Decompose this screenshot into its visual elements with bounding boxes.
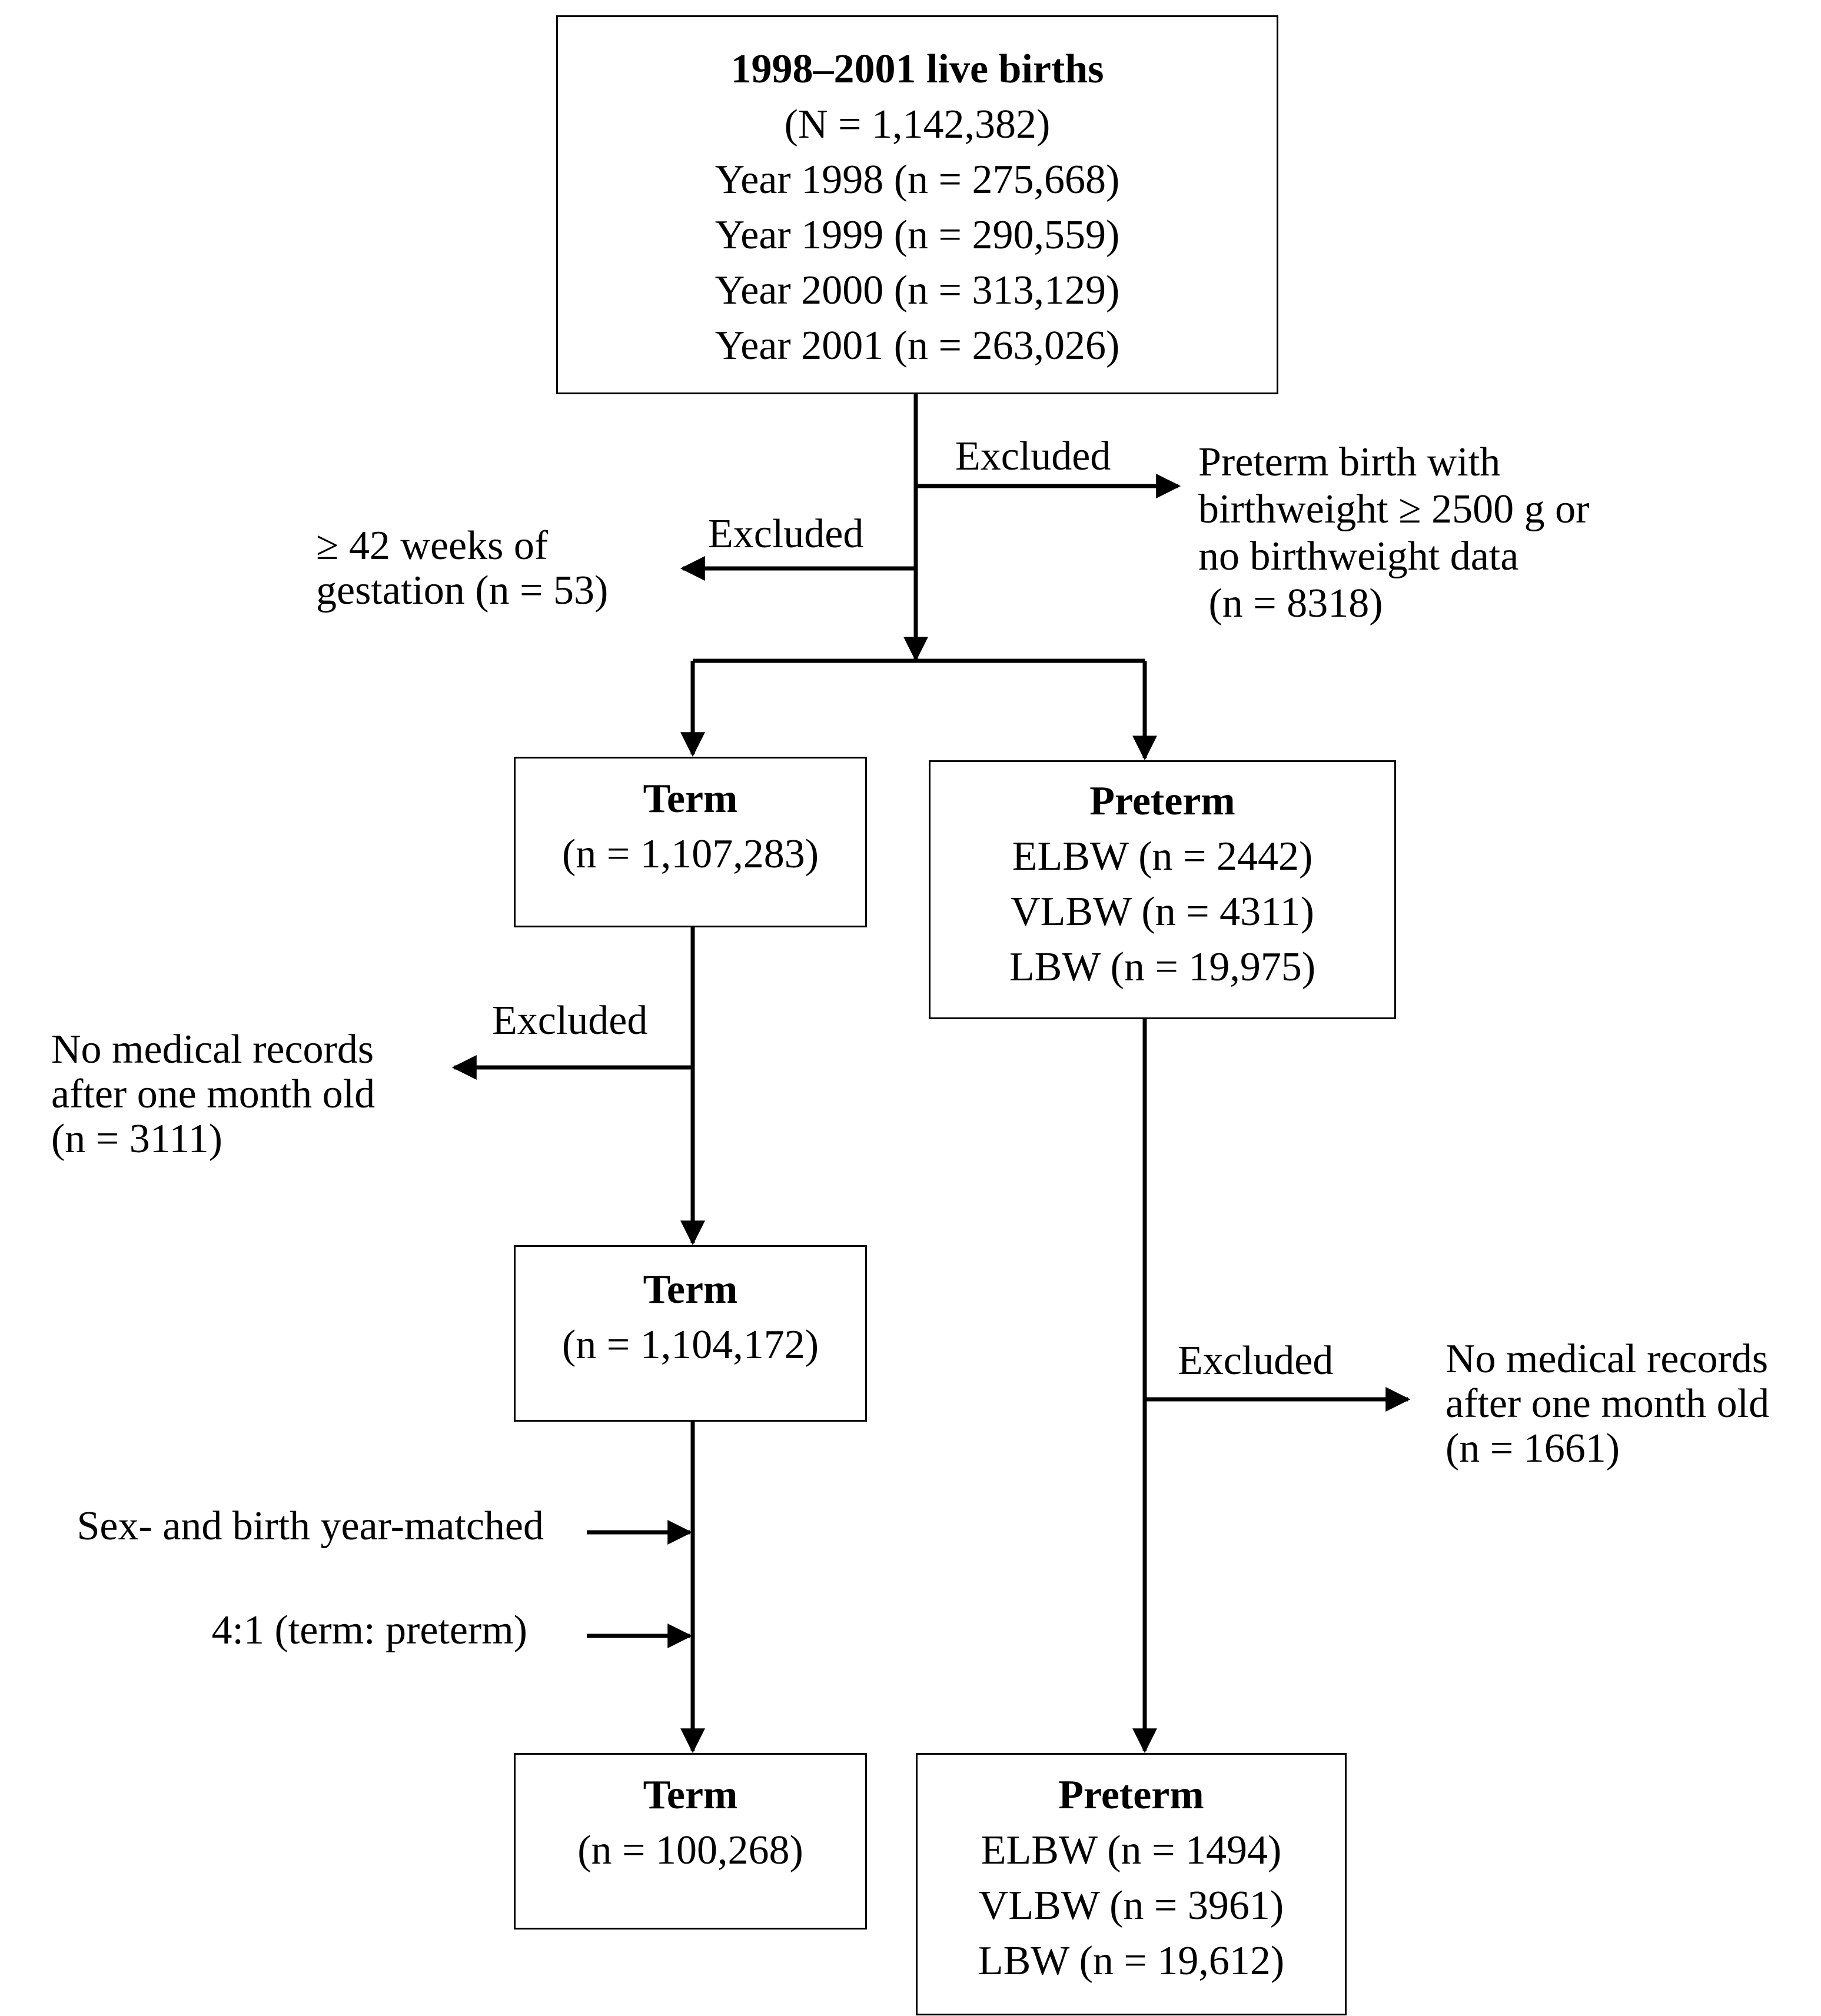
preterm2-vlbw: VLBW (n = 3961) (978, 1883, 1284, 1928)
root-title: 1998–2001 live births (730, 46, 1104, 92)
preterm1-elbw: ELBW (n = 2442) (1012, 834, 1313, 879)
preterm1-box: Preterm ELBW (n = 2442) VLBW (n = 4311) … (929, 760, 1396, 1019)
preterm2-box: Preterm ELBW (n = 1494) VLBW (n = 3961) … (916, 1753, 1347, 2015)
preterm1-lbw: LBW (n = 19,975) (1009, 944, 1316, 990)
excluded-label-left: Excluded (708, 511, 864, 557)
root-year-2001: Year 2001 (n = 263,026) (715, 323, 1120, 368)
preterm1-title: Preterm (1089, 779, 1235, 824)
exclusion-preterm-weight-line-1: Preterm birth with (1198, 440, 1501, 485)
preterm1-vlbw: VLBW (n = 4311) (1011, 889, 1314, 934)
exclusion-gestation-line-2: gestation (n = 53) (316, 568, 609, 613)
exclusion-preterm-weight-line-2: birthweight ≥ 2500 g or (1198, 487, 1590, 532)
term1-box: Term (n = 1,107,283) (514, 757, 867, 927)
term3-box: Term (n = 100,268) (514, 1753, 867, 1929)
matching-ratio-label: 4:1 (term: preterm) (211, 1608, 527, 1653)
term1-title: Term (643, 776, 738, 821)
term2-title: Term (643, 1267, 738, 1312)
exclusion-gestation: ≥ 42 weeks of gestation (n = 53) (316, 524, 608, 613)
root-total: (N = 1,142,382) (784, 102, 1051, 147)
preterm2-title: Preterm (1058, 1772, 1204, 1818)
exclusion-term-records-line-1: No medical records (51, 1027, 374, 1072)
matching-sex-year-label: Sex- and birth year-matched (77, 1503, 544, 1549)
exclusion-term-records: No medical records after one month old (… (51, 1027, 375, 1162)
excluded-label-term: Excluded (492, 998, 648, 1043)
exclusion-term-records-line-3: (n = 3111) (51, 1116, 222, 1162)
term3-count: (n = 100,268) (577, 1828, 803, 1873)
preterm2-lbw: LBW (n = 19,612) (978, 1938, 1285, 1984)
exclusion-preterm-weight-line-3: no birthweight data (1198, 534, 1519, 579)
exclusion-preterm-records-line-2: after one month old (1445, 1381, 1770, 1426)
root-year-1998: Year 1998 (n = 275,668) (715, 157, 1120, 202)
exclusion-preterm-records: No medical records after one month old (… (1445, 1337, 1769, 1471)
exclusion-preterm-weight: Preterm birth with birthweight ≥ 2500 g … (1198, 439, 1589, 627)
term2-box: Term (n = 1,104,172) (514, 1245, 867, 1422)
exclusion-preterm-weight-line-4: (n = 8318) (1198, 581, 1383, 626)
exclusion-preterm-records-line-3: (n = 1661) (1445, 1426, 1620, 1471)
exclusion-preterm-records-line-1: No medical records (1445, 1336, 1769, 1382)
term1-count: (n = 1,107,283) (561, 831, 819, 877)
exclusion-term-records-line-2: after one month old (51, 1072, 376, 1117)
root-year-1999: Year 1999 (n = 290,559) (715, 212, 1120, 258)
term2-count: (n = 1,104,172) (561, 1322, 819, 1368)
exclusion-gestation-line-1: ≥ 42 weeks of (316, 523, 549, 568)
term3-title: Term (643, 1772, 738, 1818)
root-year-2000: Year 2000 (n = 313,129) (715, 268, 1120, 313)
excluded-label-right: Excluded (955, 434, 1111, 479)
excluded-label-preterm: Excluded (1178, 1338, 1334, 1383)
preterm2-elbw: ELBW (n = 1494) (981, 1828, 1282, 1873)
root-births-box: 1998–2001 live births (N = 1,142,382) Ye… (556, 15, 1278, 394)
